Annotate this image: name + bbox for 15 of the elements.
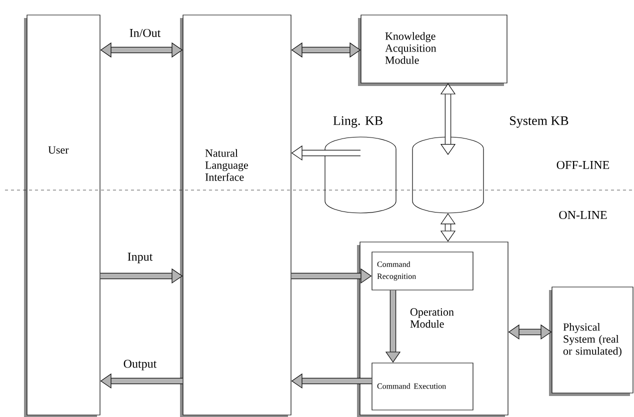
- database-cylinder: [324, 136, 396, 214]
- section-label: OFF-LINE: [556, 160, 610, 170]
- edge-label: In/Out: [128, 28, 162, 38]
- database-label: System KB: [510, 116, 568, 128]
- command-box: Command Execution: [372, 362, 474, 410]
- system-box: Physical System (real or simulated): [549, 286, 634, 396]
- user-box: User: [24, 14, 100, 417]
- edge-label: Input: [126, 252, 154, 264]
- section-label: ON-LINE: [559, 210, 607, 220]
- database-label: Ling. KB: [333, 116, 382, 128]
- interface-box: Natural Language Interface: [180, 14, 292, 417]
- command-box: Command Recognition: [372, 252, 474, 290]
- edge-label: Output: [122, 358, 158, 372]
- module-box: Knowledge Acquisition Module: [358, 14, 508, 86]
- database-cylinder: [412, 136, 484, 214]
